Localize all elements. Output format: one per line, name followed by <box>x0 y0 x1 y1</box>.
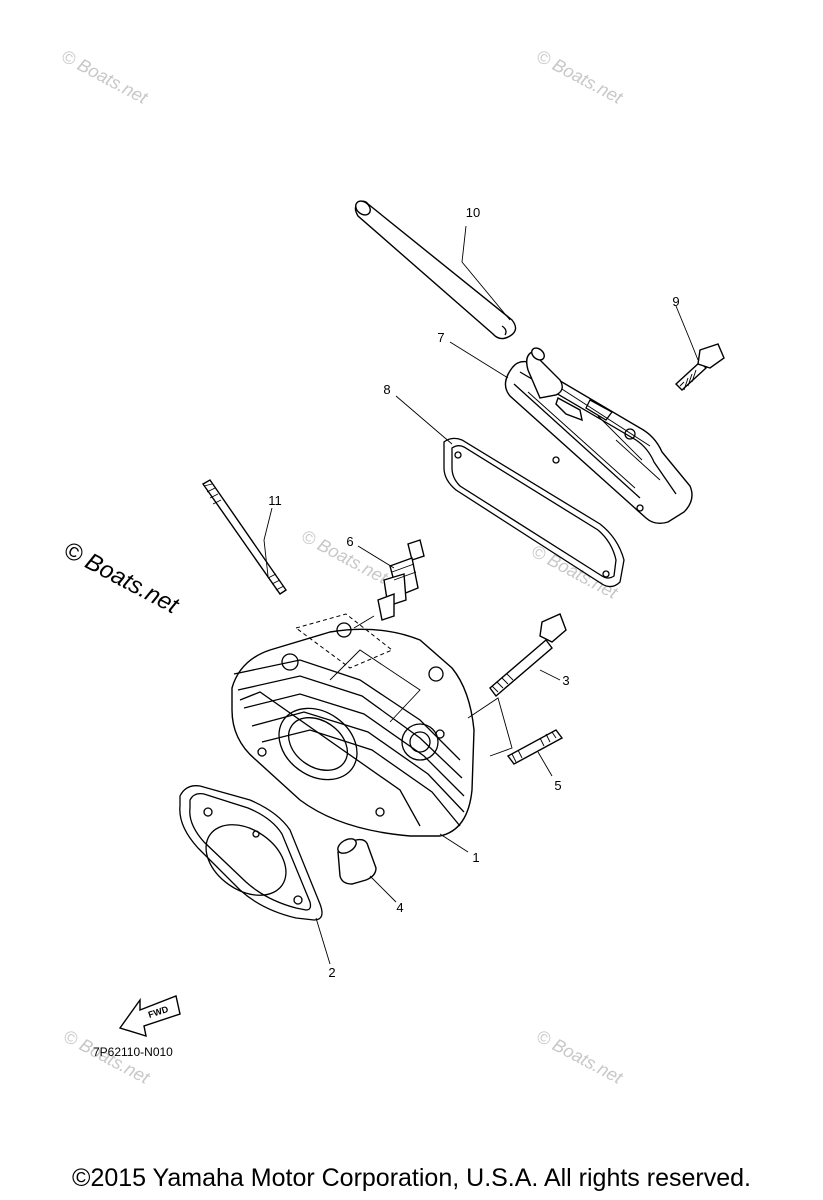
part-stud-11 <box>201 479 287 595</box>
part-stud-5 <box>506 729 564 765</box>
part-bolt-3 <box>489 613 567 698</box>
callout-7: 7 <box>437 330 444 345</box>
callout-8: 8 <box>383 382 390 397</box>
watermark: © Boats.net <box>298 526 392 588</box>
callout-11: 11 <box>268 493 282 508</box>
watermark: © Boats.net <box>533 46 627 108</box>
part-gasket-2 <box>179 785 323 921</box>
copyright-notice: ©2015 Yamaha Motor Corporation, U.S.A. A… <box>72 1164 751 1192</box>
part-gasket-8 <box>443 437 625 588</box>
fwd-arrow-icon: FWD <box>118 995 181 1038</box>
part-cylinder-head <box>231 613 475 837</box>
callout-4: 4 <box>396 900 403 915</box>
part-dowel <box>337 838 377 885</box>
watermark-dark: © Boats.net <box>59 536 184 620</box>
callout-2: 2 <box>328 965 335 980</box>
diagram-code: 7P62110-N010 <box>93 1045 173 1059</box>
callout-10: 10 <box>466 205 480 220</box>
watermark: © Boats.net <box>58 46 152 108</box>
part-spark-plug <box>377 539 425 621</box>
part-tube <box>354 200 517 340</box>
watermark: © Boats.net <box>533 1026 627 1088</box>
part-bolt-9 <box>674 343 725 391</box>
callout-3: 3 <box>562 673 569 688</box>
part-cover <box>504 347 693 525</box>
callout-5: 5 <box>554 778 561 793</box>
callout-9: 9 <box>672 294 679 309</box>
callout-1: 1 <box>472 850 479 865</box>
callout-6: 6 <box>346 534 353 549</box>
leader-lines <box>263 225 699 965</box>
